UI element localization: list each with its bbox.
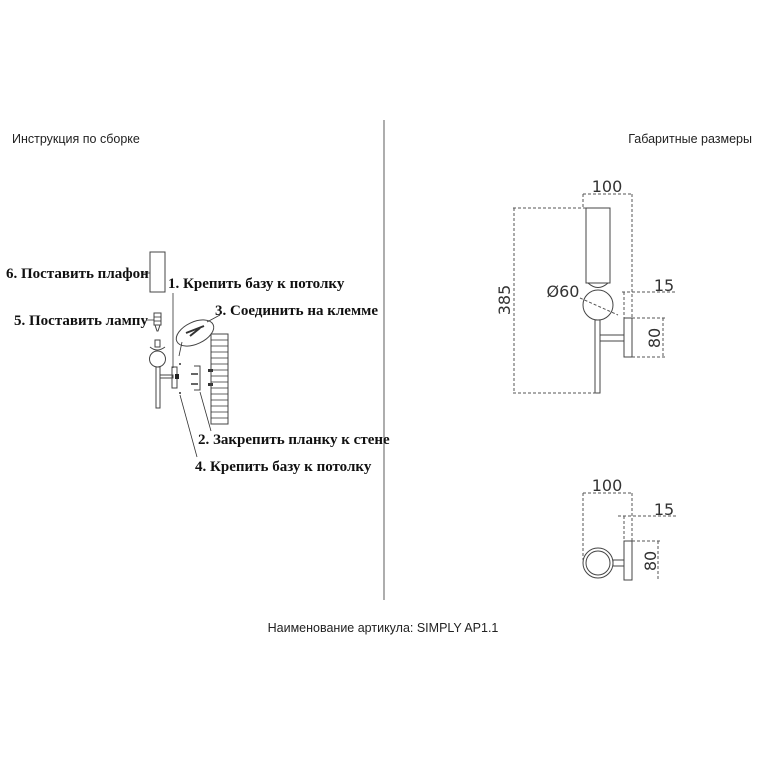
top-offset-label: 15 xyxy=(654,500,674,519)
assembly-diagram: 6. Поставить плафон 1. Крепить базу к по… xyxy=(6,251,390,475)
step-1-label: 1. Крепить базу к потолку xyxy=(168,276,345,292)
article-name: Наименование артикула: SIMPLY AP1.1 xyxy=(268,621,499,635)
front-view-drawing: 100 385 Ø60 15 80 xyxy=(495,177,676,394)
front-offset-label: 15 xyxy=(654,276,674,295)
top-width-label: 100 xyxy=(592,476,623,495)
step-6-label: 6. Поставить плафон xyxy=(6,266,149,282)
step-4-label: 4. Крепить базу к потолку xyxy=(195,459,372,475)
top-view-drawing: 100 15 80 xyxy=(582,476,676,581)
step-2-label: 2. Закрепить планку к стене xyxy=(198,432,390,448)
front-plate-label: 80 xyxy=(645,328,664,348)
assembly-instructions-title: Инструкция по сборке xyxy=(12,132,140,146)
shade-icon xyxy=(149,251,166,293)
step-5-label: 5. Поставить лампу xyxy=(14,313,148,329)
step-3-label: 3. Соединить на клемме xyxy=(215,303,378,319)
front-width-label: 100 xyxy=(592,177,623,196)
bulb-icon xyxy=(153,312,162,332)
lamp-body-icon xyxy=(149,339,179,409)
bracket-icon xyxy=(179,363,213,394)
brick-wall-icon xyxy=(210,333,229,425)
front-height-label: 385 xyxy=(495,285,514,316)
dimensions-title: Габаритные размеры xyxy=(628,132,752,146)
top-plate-label: 80 xyxy=(641,551,660,571)
diameter-label: Ø60 xyxy=(547,282,580,301)
terminal-bubble-icon xyxy=(175,314,221,357)
